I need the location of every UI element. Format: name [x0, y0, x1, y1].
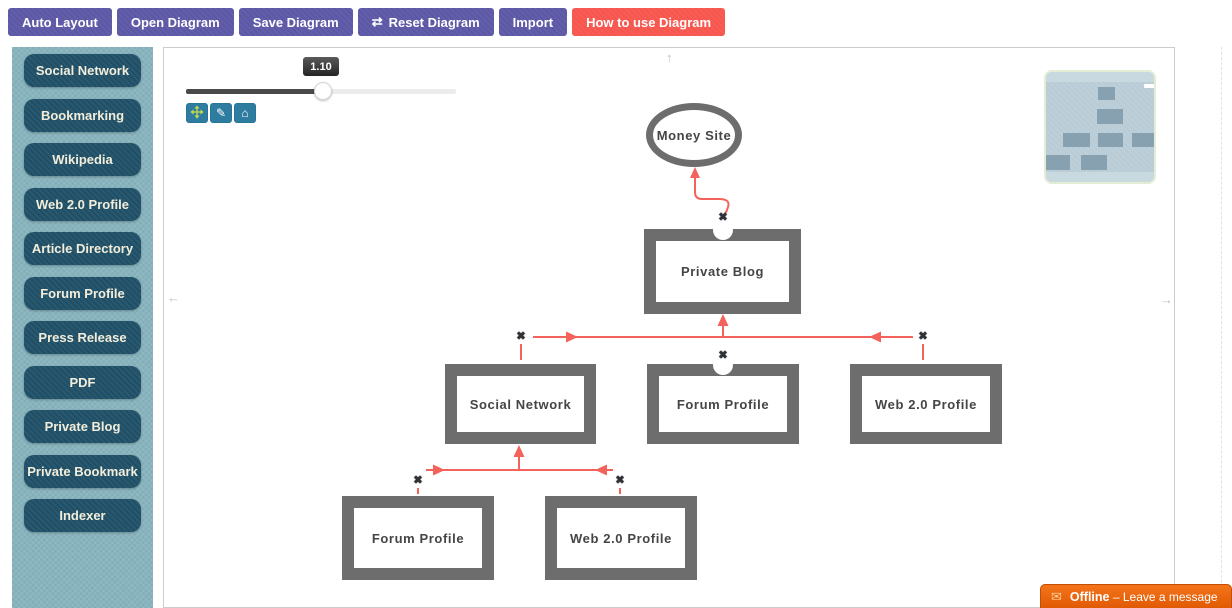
sidebar-item-private-bookmark[interactable]: Private Bookmark: [24, 454, 141, 488]
chat-status-label: Offline: [1069, 589, 1110, 604]
canvas-tools: ✎ ⌂: [186, 103, 256, 123]
minimap-viewport-marker: [1144, 84, 1154, 88]
minimap-node: [1098, 133, 1123, 147]
minimap-node: [1046, 155, 1070, 170]
page-edge-guide: [1221, 47, 1222, 608]
auto-layout-button[interactable]: Auto Layout: [8, 8, 112, 36]
minimap-node: [1063, 133, 1090, 147]
minimap-top-band: [1046, 72, 1154, 82]
connection-port[interactable]: [713, 355, 733, 375]
delete-link-icon[interactable]: ✖: [918, 330, 928, 343]
delete-link-icon[interactable]: ✖: [516, 330, 526, 343]
reset-diagram-button[interactable]: ⇄ Reset Diagram: [357, 8, 494, 36]
home-tool-button[interactable]: ⌂: [234, 103, 256, 123]
sidebar-item-private-blog[interactable]: Private Blog: [24, 410, 141, 443]
sidebar-item-social-network[interactable]: Social Network: [24, 54, 141, 87]
minimap-node: [1132, 133, 1154, 147]
scroll-left-icon: ←: [167, 290, 180, 305]
sidebar: Social Network Bookmarking Wikipedia Web…: [12, 47, 153, 608]
sidebar-item-wikipedia[interactable]: Wikipedia: [24, 143, 141, 176]
delete-link-icon[interactable]: ✖: [718, 349, 728, 362]
node-money-site[interactable]: Money Site: [646, 103, 742, 167]
minimap-bottom-band: [1046, 172, 1154, 182]
chat-message-label: – Leave a message: [1112, 589, 1218, 604]
delete-link-icon[interactable]: ✖: [413, 474, 423, 487]
minimap-node: [1098, 87, 1115, 100]
chat-status-badge[interactable]: ✉ Offline – Leave a message: [1040, 584, 1232, 608]
sidebar-item-pdf[interactable]: PDF: [24, 365, 141, 399]
scroll-right-icon: →: [1160, 292, 1173, 307]
pencil-icon: ✎: [215, 106, 227, 120]
shuffle-icon: ⇄: [371, 14, 383, 29]
sidebar-item-web20-profile[interactable]: Web 2.0 Profile: [24, 187, 141, 221]
node-forum-profile-2[interactable]: Forum Profile: [342, 496, 494, 580]
envelope-icon: ✉: [1051, 588, 1062, 604]
minimap[interactable]: [1044, 70, 1156, 184]
node-private-blog[interactable]: Private Blog: [644, 229, 801, 314]
sidebar-item-bookmarking[interactable]: Bookmarking: [24, 98, 141, 132]
zoom-slider-handle[interactable]: [314, 82, 332, 100]
save-diagram-button[interactable]: Save Diagram: [238, 8, 353, 36]
minimap-node: [1097, 109, 1123, 124]
connection-port[interactable]: [713, 220, 733, 240]
chat-status-text: Offline – Leave a message: [1070, 590, 1218, 604]
node-web20-profile-2[interactable]: Web 2.0 Profile: [545, 496, 697, 580]
sidebar-item-article-directory[interactable]: Article Directory: [24, 232, 141, 265]
sidebar-item-press-release[interactable]: Press Release: [24, 321, 141, 354]
diagram-canvas[interactable]: 1.10 ✎ ⌂ ↑ ← →: [163, 47, 1175, 608]
scroll-up-icon: ↑: [666, 50, 673, 65]
node-social-network[interactable]: Social Network: [445, 364, 596, 444]
zoom-level-tooltip: 1.10: [303, 57, 339, 76]
sidebar-item-forum-profile[interactable]: Forum Profile: [24, 276, 141, 310]
how-to-use-button[interactable]: How to use Diagram: [572, 8, 726, 36]
pan-tool-button[interactable]: [186, 103, 208, 123]
delete-link-icon[interactable]: ✖: [718, 211, 728, 224]
open-diagram-button[interactable]: Open Diagram: [116, 8, 234, 36]
node-forum-profile[interactable]: Forum Profile: [647, 364, 799, 444]
sidebar-item-indexer[interactable]: Indexer: [24, 499, 141, 532]
move-icon: [190, 105, 204, 121]
minimap-node: [1081, 155, 1107, 170]
reset-diagram-label: Reset Diagram: [388, 14, 480, 30]
home-icon: ⌂: [241, 106, 249, 120]
edit-tool-button[interactable]: ✎: [210, 103, 232, 123]
delete-link-icon[interactable]: ✖: [615, 474, 625, 487]
toolbar: Auto Layout Open Diagram Save Diagram ⇄ …: [8, 8, 726, 36]
import-button[interactable]: Import: [498, 8, 568, 36]
node-web20-profile[interactable]: Web 2.0 Profile: [850, 364, 1002, 444]
zoom-slider-fill: [186, 89, 323, 94]
